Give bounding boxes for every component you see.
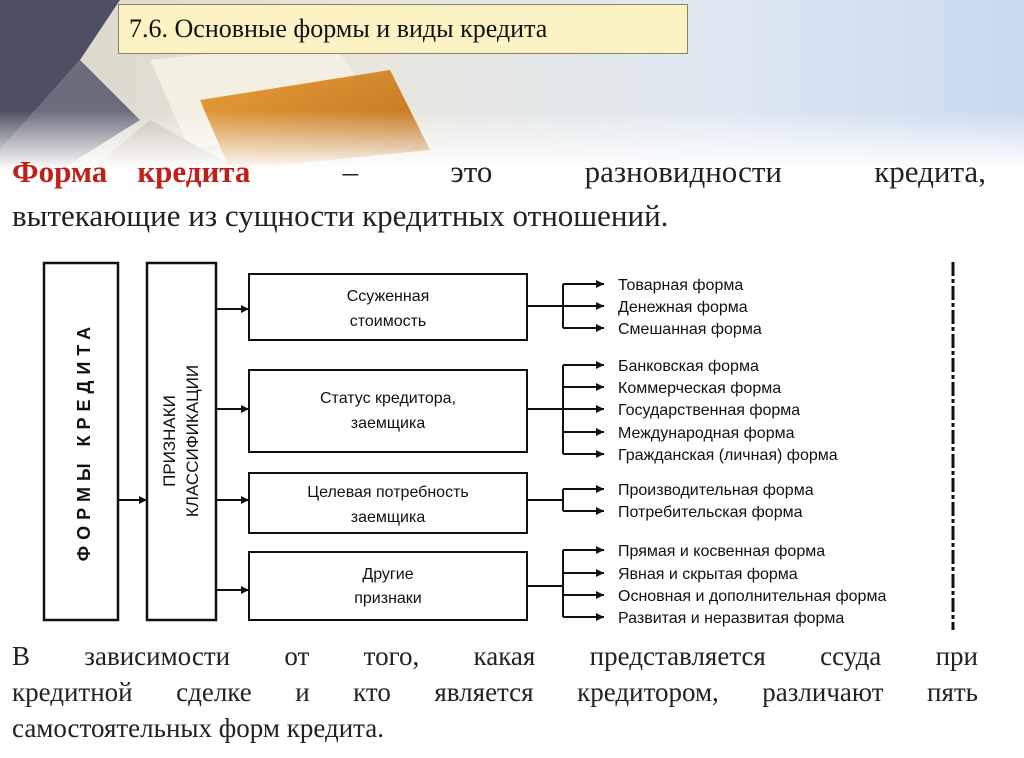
form-item: Гражданская (личная) форма <box>618 447 838 464</box>
form-item: Явная и скрытая форма <box>618 566 798 583</box>
form-item: Банковская форма <box>618 358 759 375</box>
bottom-line-3: самостоятельных форм кредита. <box>12 713 385 743</box>
form-item: Производительная форма <box>618 482 814 499</box>
bottom-paragraph: В зависимости от того, какая представляе… <box>12 638 978 746</box>
form-item: Денежная форма <box>618 299 748 316</box>
criteria-label-line1: ПРИЗНАКИ <box>160 395 179 487</box>
group-3-connectors <box>527 546 604 621</box>
definition-dash: – <box>342 154 359 189</box>
form-item: Коммерческая форма <box>618 380 781 397</box>
form-item: Товарная форма <box>618 277 743 294</box>
form-item: Государственная форма <box>618 402 800 419</box>
criteria-label-line2: КЛАССИФИКАЦИИ <box>183 365 202 517</box>
definition-word-variety: разновидности <box>584 154 782 189</box>
root-box <box>42 261 120 622</box>
definition-line-2: вытекающие из сущности кредитных отношен… <box>12 198 669 233</box>
form-item: Основная и дополнительная форма <box>618 588 886 605</box>
group-box <box>248 472 528 534</box>
group-1-connectors <box>527 361 604 458</box>
group-box <box>248 273 528 341</box>
form-item: Международная форма <box>618 425 795 442</box>
form-item: Смешанная форма <box>618 321 762 338</box>
group-label-line2: заемщика <box>351 509 426 526</box>
group-box <box>248 369 528 453</box>
group-2-connectors <box>527 485 604 515</box>
definition-word-credit: кредита, <box>874 154 986 189</box>
form-item: Прямая и косвенная форма <box>618 543 825 560</box>
definition-text: Форма кредита – это разновидности кредита… <box>12 150 986 238</box>
group-label-line2: заемщика <box>351 415 426 432</box>
group-label-line1: Статус кредитора, <box>320 390 456 407</box>
group-status: Статус кредитора, заемщика <box>248 369 528 453</box>
root-label: ФОРМЫ КРЕДИТА <box>74 321 94 561</box>
bottom-line-2: кредитной сделке и кто является кредитор… <box>12 677 978 707</box>
group-tselevaya: Целевая потребность заемщика <box>248 472 528 534</box>
group-label-line1: Другие <box>362 566 413 583</box>
slide-title: 7.6. Основные формы и виды кредита <box>118 4 688 54</box>
criteria-box <box>145 261 218 622</box>
term-word-form: Форма <box>12 154 108 189</box>
form-item: Потребительская форма <box>618 504 803 521</box>
definition-word-this: это <box>450 154 493 189</box>
group-0-connectors <box>527 280 604 332</box>
group-label-line1: Ссуженная <box>347 288 430 305</box>
bottom-line-1: В зависимости от того, какая представляе… <box>12 641 978 671</box>
group-label-line2: стоимость <box>350 313 427 330</box>
group-ssuzhennaya: Ссуженная стоимость <box>248 273 528 341</box>
group-drugie: Другие признаки <box>248 551 528 621</box>
group-box <box>248 551 528 621</box>
term-word-credit: кредита <box>137 154 251 189</box>
group-label-line1: Целевая потребность <box>307 484 468 501</box>
form-item: Развитая и неразвитая форма <box>618 610 844 627</box>
group-label-line2: признаки <box>354 590 422 607</box>
